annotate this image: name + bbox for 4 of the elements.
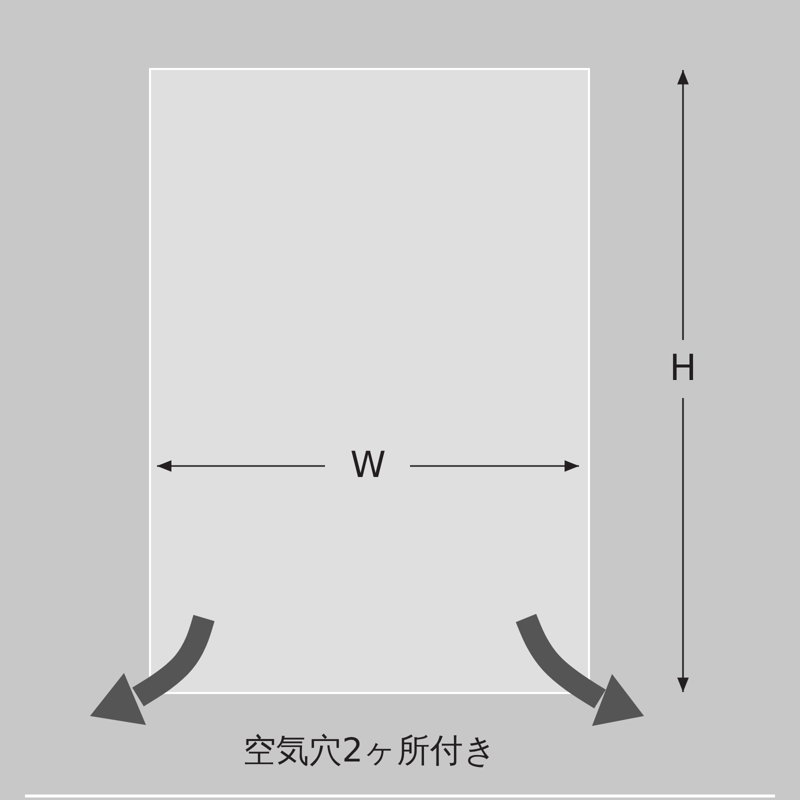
dimension-label: W <box>350 448 386 484</box>
bag-outline <box>149 68 590 694</box>
caption-text: 空気穴2ヶ所付き <box>243 734 497 766</box>
dimension-label: H <box>669 351 697 387</box>
